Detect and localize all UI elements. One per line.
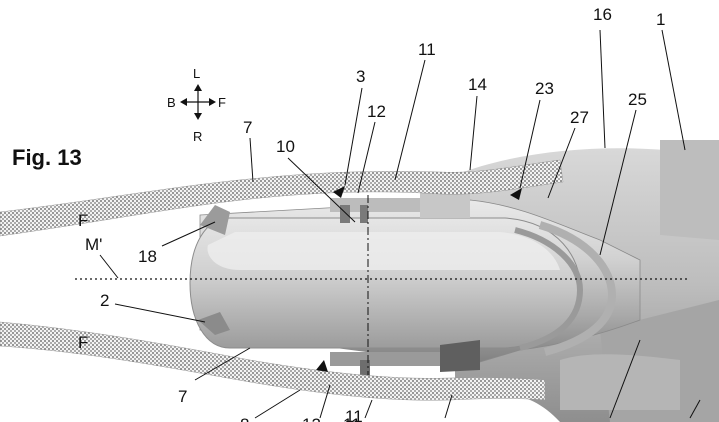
- ref-numeral-16: 16: [593, 5, 612, 24]
- compass-up-label: L: [193, 66, 200, 81]
- axis-label: M': [85, 235, 102, 254]
- ref-numeral-14: 14: [468, 75, 487, 94]
- ref-numeral-11-cropped: 11: [343, 415, 361, 422]
- ref-numeral-18: 18: [138, 247, 157, 266]
- ref-numeral-27: 27: [570, 108, 589, 127]
- ref-numeral-11-upper: 11: [418, 40, 436, 59]
- ref-numeral-8-cropped: 8: [240, 415, 249, 422]
- ref-numeral-25: 25: [628, 90, 647, 109]
- fluid-label-upper: F: [78, 211, 88, 230]
- compass-down-label: R: [193, 129, 202, 144]
- ref-numeral-2: 2: [100, 291, 109, 310]
- ref-numeral-10: 10: [276, 137, 295, 156]
- direction-compass: L B F R: [167, 66, 226, 144]
- ref-numeral-23: 23: [535, 79, 554, 98]
- flow-arrow-lower: [316, 360, 328, 372]
- ref-numeral-7-upper: 7: [243, 118, 252, 137]
- ref-numeral-12-cropped: 12: [302, 415, 321, 422]
- ref-numeral-7-lower: 7: [178, 387, 187, 406]
- ref-numeral-3: 3: [356, 67, 365, 86]
- fluid-label-lower: F: [78, 333, 88, 352]
- figure-title: Fig. 13: [12, 145, 82, 170]
- compass-right-label: F: [218, 95, 226, 110]
- ref-numeral-12: 12: [367, 102, 386, 121]
- ref-numeral-1: 1: [656, 10, 665, 29]
- compass-left-label: B: [167, 95, 176, 110]
